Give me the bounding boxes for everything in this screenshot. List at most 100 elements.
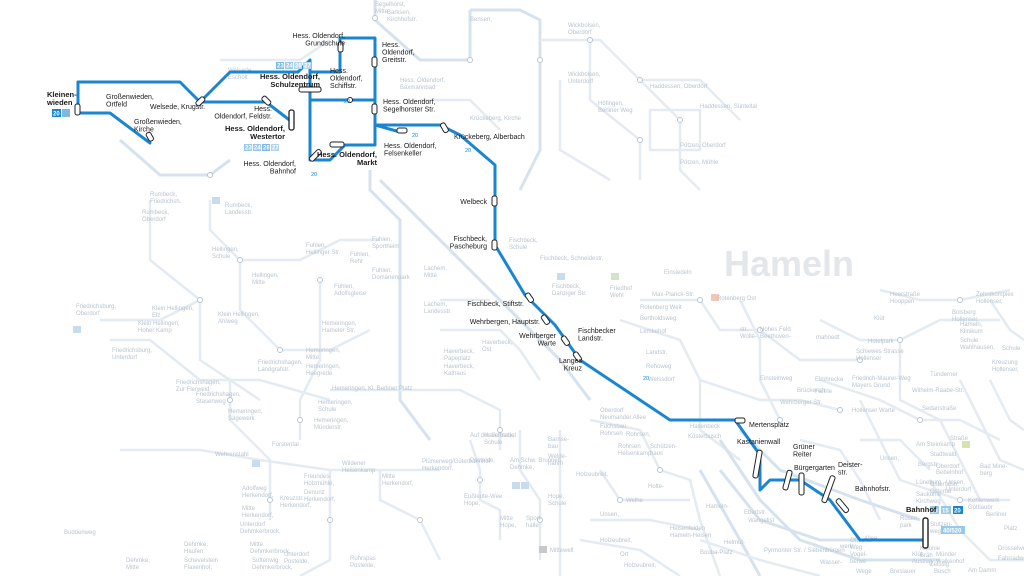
stop-marker bbox=[308, 148, 322, 162]
stop-label-kruckeberg-alberbach: Krückeberg, Alberbach bbox=[454, 134, 525, 141]
background-stop-label: Mitte bbox=[500, 516, 514, 522]
background-stop-label: Süttenwig bbox=[252, 558, 278, 564]
background-stop-label: Mitte bbox=[250, 542, 264, 548]
background-stop-label: Haverbeck, bbox=[444, 364, 475, 370]
background-stop-label: Holzeubreit, bbox=[600, 538, 632, 544]
background-stop-label: Wickbolsen, bbox=[568, 23, 601, 29]
background-stop-label: Kirchhofstr. bbox=[387, 17, 417, 23]
stop-marker bbox=[752, 449, 763, 479]
background-stop-label: Hemeringen, bbox=[314, 418, 349, 424]
background-stop-label: haus bbox=[650, 451, 663, 457]
background-stop-label: Hemeringen, bbox=[228, 409, 263, 415]
background-stop-label: Hollenser, bbox=[992, 367, 1019, 373]
background-stop-label: Auszug bbox=[912, 559, 932, 565]
background-stop-label: Friedrich-Maurer-Weg bbox=[852, 376, 911, 382]
background-stop-label: Saukuhle bbox=[916, 492, 942, 498]
background-stop-label: Landesstr. bbox=[424, 309, 452, 315]
stop-label-welsede-krugstr: Welsede, Krugstr. bbox=[150, 104, 205, 111]
background-stop-label: Postelde, bbox=[284, 559, 309, 565]
background-stop-label: Walkenhof bbox=[936, 559, 964, 565]
background-stop-label: Wolle- bbox=[740, 334, 757, 340]
stop-marker bbox=[195, 96, 206, 107]
background-stop-label: Mitte bbox=[252, 280, 266, 286]
stop-marker bbox=[371, 56, 378, 68]
background-stop-label: Stadtwald bbox=[930, 452, 956, 458]
background-stop-label: Helmut- bbox=[724, 540, 745, 546]
background-stop-label: Schevelstein bbox=[184, 558, 218, 564]
background-stop-label: Mitte bbox=[382, 474, 396, 480]
line-badge: 27 bbox=[304, 64, 311, 70]
line-badge: 24 bbox=[254, 146, 261, 152]
background-stop-label: Tünderner bbox=[930, 372, 958, 378]
background-stop-label: Sedanstraße bbox=[922, 406, 957, 412]
background-stop-label: Klein Hellingen, bbox=[152, 306, 194, 312]
background-stop-label: Münder bbox=[936, 552, 956, 558]
stop-marker bbox=[524, 292, 535, 303]
background-stop-label: Elmhrecke bbox=[815, 377, 844, 383]
background-stop-label: Oberdorf bbox=[76, 311, 100, 317]
background-stop-label: Papeplatz bbox=[444, 356, 471, 362]
background-stop-label: Schule bbox=[1002, 346, 1021, 352]
background-stop-label: Rumbeck, bbox=[225, 203, 252, 209]
background-stop-label: Schule bbox=[318, 407, 337, 413]
background-stop-label: Wehrberger Str. bbox=[780, 400, 823, 406]
stop-label-ho-felsenkeller: Hess. Oldendorf,Felsenkeller bbox=[384, 143, 437, 158]
background-stop-label: Hemeringen, bbox=[318, 400, 353, 406]
background-stop-label: Herkendorf, bbox=[242, 513, 274, 519]
background-stop-label: Rohrsen, bbox=[626, 432, 651, 438]
background-stop-label: Friedhof bbox=[610, 286, 632, 292]
stop-marker bbox=[572, 351, 583, 362]
background-network bbox=[73, 0, 1024, 576]
background-stop-label: Unterdorf bbox=[284, 552, 309, 558]
background-stop-label: Welde- bbox=[548, 454, 567, 460]
stop-label-fischbeck-stiftstr: Fischbeck, Stiftstr. bbox=[467, 301, 524, 308]
background-stop-label: Hameln, bbox=[960, 322, 983, 328]
background-stop-label: Bräh bbox=[920, 553, 933, 559]
stop-label-ho-bahnhof: Hess. Oldendorf,Bahnhof bbox=[243, 161, 296, 176]
background-stop-label: Oberdorf bbox=[142, 217, 166, 223]
background-stop-label: Heerstraße bbox=[890, 292, 921, 298]
background-stop-label: Kreuzung bbox=[992, 360, 1018, 366]
background-stop-label: Bensen, bbox=[470, 17, 492, 23]
background-stop-label: Hemeringen, bbox=[306, 364, 341, 370]
line-number-label: 20 bbox=[643, 376, 649, 382]
background-stop-label: Wickbolsen, bbox=[568, 72, 601, 78]
background-stop-label: Schule bbox=[484, 440, 503, 446]
background-stop-label: Heisenfelden bbox=[670, 526, 705, 532]
background-stop-label: Bolsberg bbox=[952, 310, 976, 316]
background-stop-label: Fuchsbau bbox=[600, 424, 626, 430]
background-stop-label: weg bbox=[929, 529, 941, 535]
line-number-label: 20 bbox=[311, 172, 317, 178]
background-stop-label: Lachem, bbox=[424, 266, 447, 272]
background-stop-label: Rehoweg bbox=[646, 364, 671, 370]
stop-label-mertensplatz: Mertensplatz bbox=[749, 422, 790, 429]
background-stop-label: Rohrsen bbox=[600, 431, 623, 437]
background-stop-label: Berliner bbox=[986, 512, 1007, 518]
background-stop-label: Einsiedeln bbox=[664, 270, 692, 276]
background-stop-label: Unterdorf bbox=[568, 79, 593, 85]
stop-marker bbox=[440, 122, 449, 134]
background-stop-label: Unterdorf bbox=[240, 522, 265, 528]
stop-marker bbox=[798, 472, 805, 496]
background-stop-label: Wege bbox=[856, 569, 872, 575]
background-stop-label: Fuhlen, bbox=[306, 243, 326, 249]
background-stop-label: Wangelist bbox=[748, 518, 774, 524]
background-stop-label: Klein Hellingen, bbox=[138, 321, 180, 327]
stop-marker bbox=[835, 498, 850, 514]
background-stop-label: Drosselweg bbox=[998, 546, 1024, 552]
stop-label-ho-schulzentrum: Hess. Oldendorf,Schulzentrum bbox=[260, 72, 320, 89]
stop-marker bbox=[288, 109, 295, 131]
stop-marker bbox=[821, 475, 836, 504]
line-number-label: 20 bbox=[412, 133, 418, 139]
stop-marker bbox=[329, 141, 345, 148]
background-stop-label: Höfingen, bbox=[598, 101, 624, 107]
background-stop-label: Hameln-Heisen bbox=[670, 533, 711, 539]
background-stop-label: Oberdorf bbox=[568, 30, 592, 36]
background-stop-label: Ruhrspas bbox=[350, 556, 376, 562]
background-stop-label: Fuhlen, bbox=[372, 268, 392, 274]
background-stop-label: Mittewelt bbox=[550, 548, 574, 554]
background-stop-label: Adolfsgleise bbox=[334, 291, 367, 297]
line-badge: 24 bbox=[286, 64, 293, 70]
route-stop-labels: Kleinen-wiedenGroßenwieden,OrtfeldGroßen… bbox=[46, 33, 937, 514]
